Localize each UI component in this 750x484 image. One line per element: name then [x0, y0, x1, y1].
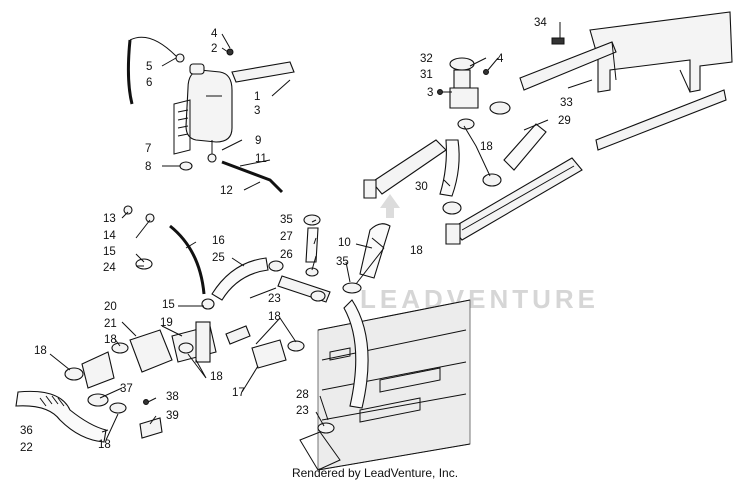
callout-23-lower: 23 — [296, 405, 309, 417]
callout-35-lower: 35 — [336, 256, 349, 268]
callout-30: 30 — [415, 181, 428, 193]
callout-18-left-a: 18 — [104, 334, 117, 346]
frame-bracket — [551, 37, 565, 45]
coolant-reservoir — [126, 36, 295, 194]
callout-18-center: 18 — [410, 245, 423, 257]
callout-29: 29 — [558, 115, 571, 127]
watermark: LEADVENTURE — [360, 194, 599, 314]
callout-34: 34 — [534, 17, 547, 29]
callout-3-right: 3 — [427, 87, 433, 99]
callout-4: 4 — [211, 28, 218, 40]
callout-23: 23 — [268, 293, 281, 305]
callout-21: 21 — [104, 318, 117, 330]
callout-31: 31 — [420, 69, 433, 81]
center-hoses — [123, 205, 391, 434]
callout-5: 5 — [146, 61, 152, 73]
callout-35: 35 — [280, 214, 293, 226]
callout-32: 32 — [420, 53, 433, 65]
reservoir-decal — [173, 99, 191, 155]
callout-7: 7 — [145, 143, 151, 155]
callout-labels: 34 4 2 5 6 1 3 7 9 8 11 12 32 4 31 3 33 … — [20, 17, 573, 454]
callout-6: 6 — [146, 77, 152, 89]
leader-lines — [49, 22, 593, 441]
callout-33: 33 — [560, 97, 573, 109]
callout-15-lower: 15 — [162, 299, 175, 311]
callout-9: 9 — [255, 135, 261, 147]
callout-13: 13 — [103, 213, 116, 225]
callout-25: 25 — [212, 252, 225, 264]
callout-16: 16 — [212, 235, 225, 247]
callout-18-left-b: 18 — [34, 345, 47, 357]
callout-1: 1 — [254, 91, 260, 103]
callout-18-top: 18 — [480, 141, 493, 153]
upper-frame-assembly — [519, 11, 733, 151]
callout-18-lower: 18 — [210, 371, 223, 383]
callout-10: 10 — [338, 237, 351, 249]
callout-17: 17 — [232, 387, 245, 399]
callout-2: 2 — [211, 43, 217, 55]
callout-11: 11 — [255, 153, 267, 165]
callout-15: 15 — [103, 246, 116, 258]
heat-exchanger-rails — [363, 139, 583, 245]
callout-3: 3 — [254, 105, 260, 117]
thermostat-housing — [437, 57, 547, 215]
watermark-text: LEADVENTURE — [360, 284, 599, 314]
callout-8: 8 — [145, 161, 151, 173]
lower-left-assembly — [15, 321, 305, 443]
callout-18-bottom: 18 — [98, 439, 111, 451]
callout-18-mid: 18 — [268, 311, 281, 323]
watermark-logo-icon — [380, 194, 400, 218]
callout-39: 39 — [166, 410, 179, 422]
render-credit: Rendered by LeadVenture, Inc. — [291, 466, 459, 480]
callout-27: 27 — [280, 231, 293, 243]
callout-28: 28 — [296, 389, 309, 401]
callout-38: 38 — [166, 391, 179, 403]
callout-12: 12 — [220, 185, 233, 197]
callout-36: 36 — [20, 425, 33, 437]
callout-20: 20 — [104, 301, 117, 313]
callout-24: 24 — [103, 262, 116, 274]
callout-19: 19 — [160, 317, 173, 329]
callout-37: 37 — [120, 383, 133, 395]
callout-14: 14 — [103, 230, 116, 242]
chassis-frame — [299, 299, 471, 471]
callout-4-right: 4 — [497, 53, 504, 65]
callout-26: 26 — [280, 249, 293, 261]
callout-22: 22 — [20, 442, 33, 454]
